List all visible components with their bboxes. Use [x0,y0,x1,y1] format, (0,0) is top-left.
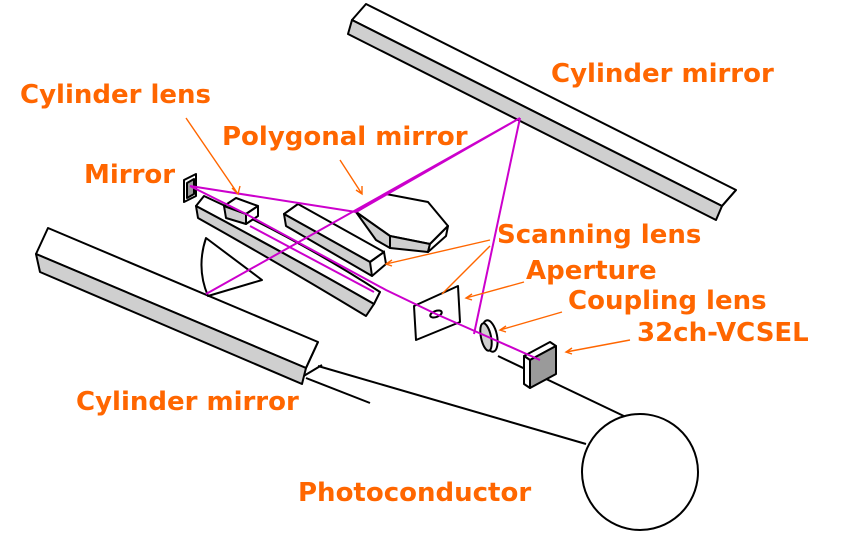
aperture-shape [413,285,461,341]
pointer-vcsel [564,339,631,355]
coupling-lens-shape [479,319,499,353]
beam-scan-lower [473,117,521,335]
label-vcsel: 32ch-VCSEL [637,318,809,348]
label-photoconductor: Photoconductor [298,478,532,508]
pointer-cylinder-lens [185,117,241,196]
pointer-scanning-lens-1 [384,239,491,267]
pointer-aperture [464,281,525,301]
label-mirror: Mirror [84,160,176,190]
photoconductor-drum [301,355,699,531]
beam-source-path [189,185,541,361]
scanning-lens-short-shape [283,203,388,277]
pointer-scanning-lens-2 [441,245,491,295]
beam-to-polygon [189,185,357,213]
cylinder-mirror-top-shape [347,3,737,221]
pointer-lines [185,117,631,355]
label-polygonal-mirror: Polygonal mirror [222,122,468,152]
label-coupling-lens: Coupling lens [568,286,767,316]
label-cylinder-mirror-top: Cylinder mirror [551,59,774,89]
pointer-coupling-lens [498,311,563,333]
cylinder-mirror-bottom-shape [35,227,319,385]
small-mirror-shape [183,173,197,203]
label-aperture: Aperture [526,256,657,286]
label-scanning-lens: Scanning lens [497,220,702,250]
pointer-polygonal-mirror [339,159,363,196]
label-cylinder-lens: Cylinder lens [20,80,212,110]
label-cylinder-mirror-bottom: Cylinder mirror [76,387,299,417]
laser-beams [189,117,541,361]
beam-cross [249,225,375,293]
lens-mount [200,237,263,297]
